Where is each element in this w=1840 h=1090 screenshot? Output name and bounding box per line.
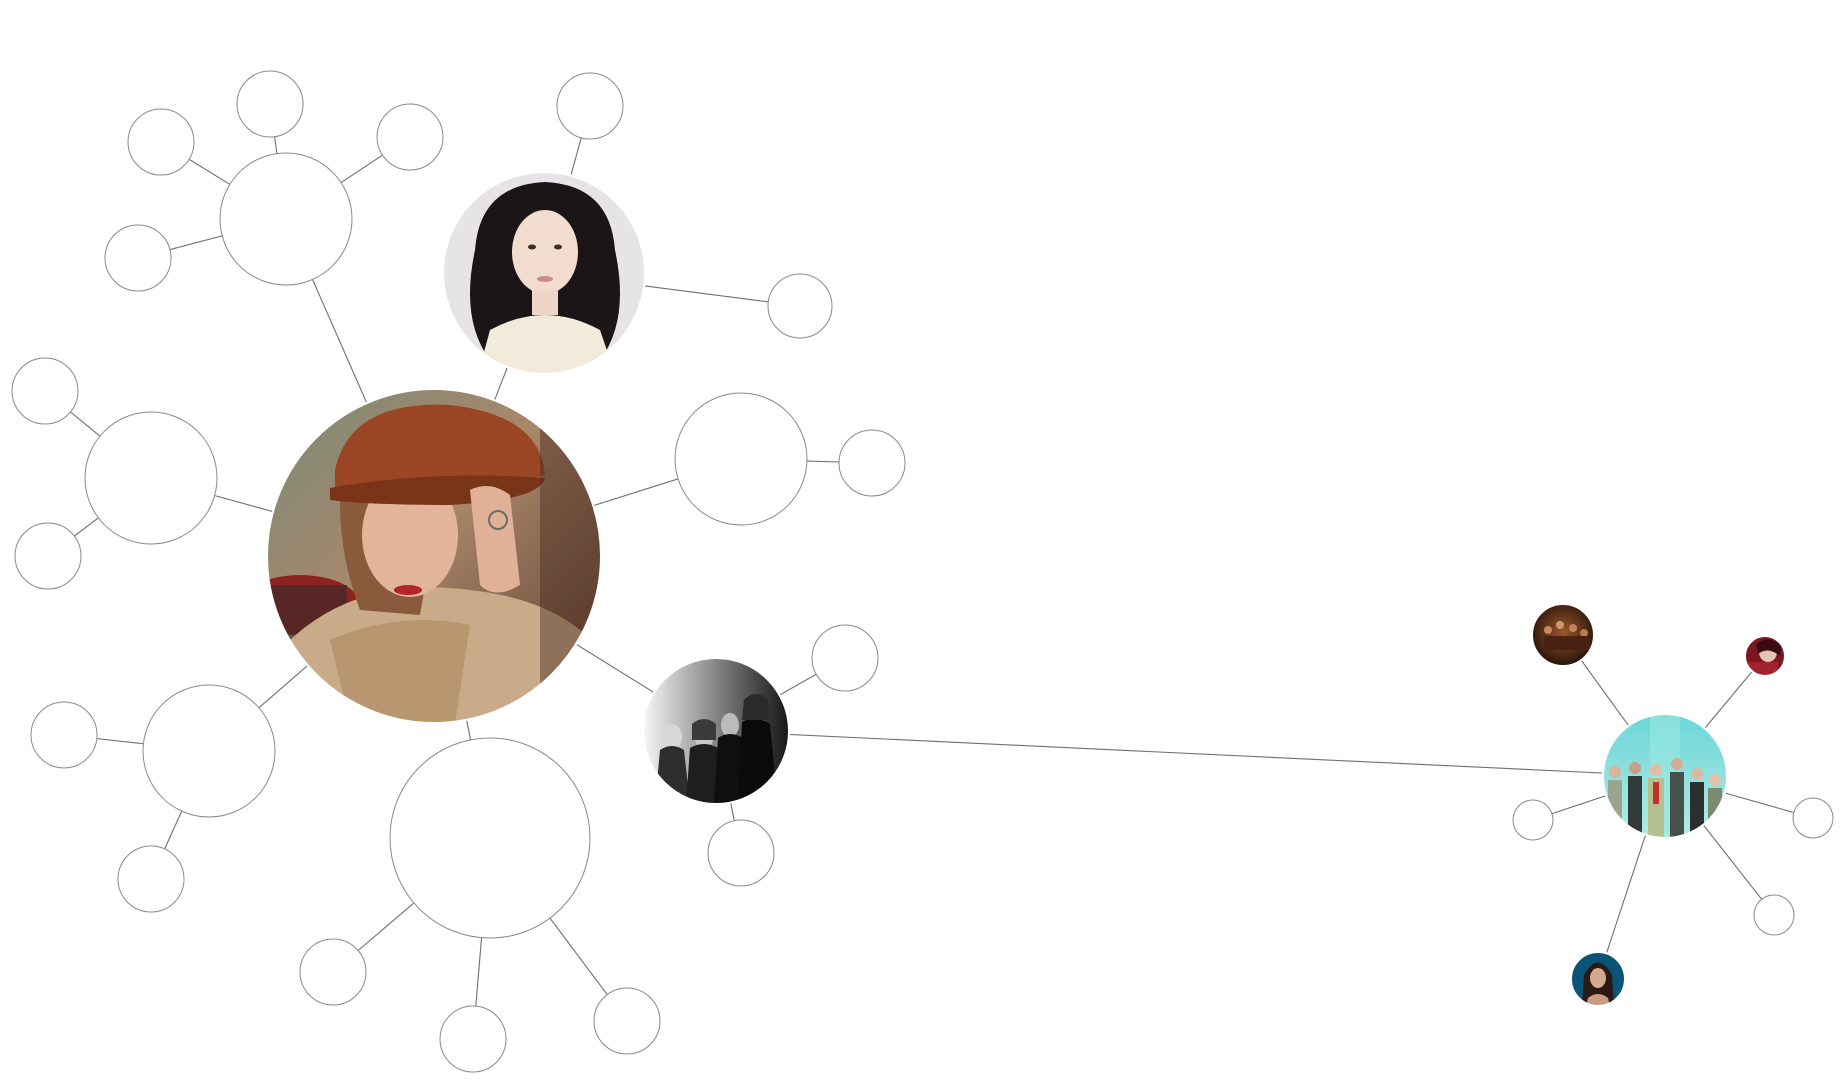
artist-node[interactable]: [376, 103, 444, 171]
band-node-ring: [1602, 713, 1728, 839]
small-node-ring: [1570, 951, 1626, 1007]
artist-node[interactable]: [556, 72, 624, 140]
taylor-photo-node[interactable]: [240, 389, 601, 723]
edge: [715, 730, 1666, 777]
artist-node[interactable]: [1512, 799, 1554, 841]
artist-node[interactable]: [707, 819, 775, 887]
artist-node[interactable]: [127, 108, 195, 176]
artist-node[interactable]: [439, 1005, 507, 1073]
small-node-ring: [1744, 635, 1786, 677]
dark-group-photo-node[interactable]: [1532, 604, 1594, 666]
blue-portrait-photo-node[interactable]: [1571, 952, 1625, 1006]
small-node-ring: [1531, 603, 1595, 667]
artist-node[interactable]: [104, 224, 172, 292]
artist-node[interactable]: [389, 737, 591, 939]
artist-node[interactable]: [1753, 894, 1795, 936]
artist-node[interactable]: [236, 70, 304, 138]
artist-node[interactable]: [1792, 797, 1834, 839]
artist-node[interactable]: [30, 701, 98, 769]
taylor-node-ring: [266, 388, 602, 724]
red-portrait-photo-node[interactable]: [1745, 636, 1785, 676]
artist-node[interactable]: [14, 522, 82, 590]
artist-node[interactable]: [838, 429, 906, 497]
artist-node[interactable]: [299, 938, 367, 1006]
queen-node-ring: [642, 657, 790, 805]
artist-node[interactable]: [593, 987, 661, 1055]
lorde-node-ring: [442, 171, 646, 375]
artist-node[interactable]: [811, 624, 879, 692]
artist-node[interactable]: [767, 273, 833, 339]
artist-node[interactable]: [117, 845, 185, 913]
queen-photo-node[interactable]: [643, 658, 789, 804]
artist-node[interactable]: [674, 392, 808, 526]
lorde-photo-node[interactable]: [443, 172, 645, 374]
artist-node[interactable]: [219, 152, 353, 286]
artist-node[interactable]: [11, 357, 79, 425]
empty-node-layer: [11, 70, 1834, 1073]
artist-node[interactable]: [142, 684, 276, 818]
artist-node[interactable]: [84, 411, 218, 545]
